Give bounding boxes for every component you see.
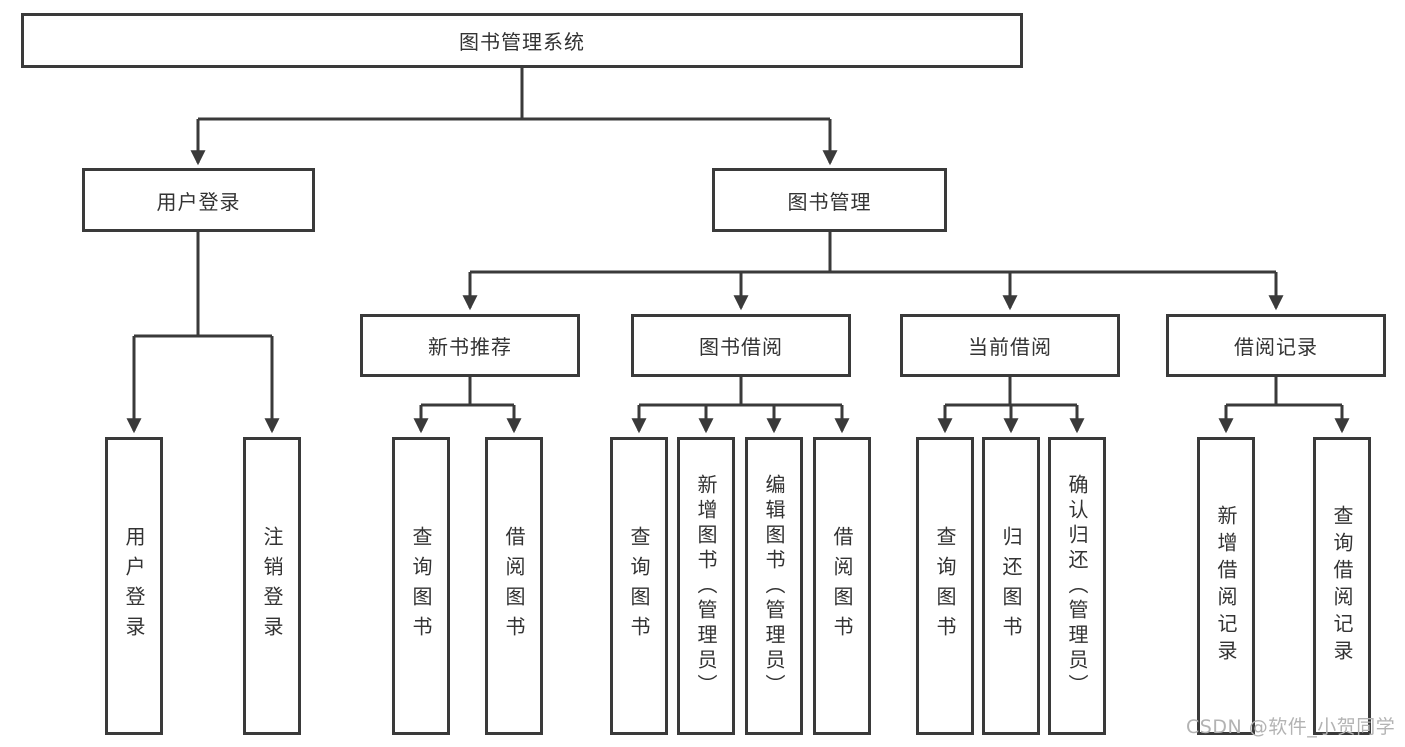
node-borrow-records-label: 借阅记录: [1234, 335, 1318, 359]
node-user-login: 用户登录: [82, 168, 315, 232]
leaf-user-login: 用户登录: [105, 437, 163, 735]
watermark: CSDN @软件_小贺同学: [1186, 716, 1396, 738]
node-root: 图书管理系统: [21, 13, 1023, 68]
node-book-borrow: 图书借阅: [631, 314, 851, 377]
leaf-current-confirm-label: 确认归还（管理员）: [1065, 473, 1089, 699]
leaf-current-return-label: 归还图书: [999, 526, 1023, 646]
node-current-borrow-label: 当前借阅: [968, 335, 1052, 359]
leaf-borrow-search-label: 查询图书: [627, 526, 651, 646]
leaf-newbooks-borrow: 借阅图书: [485, 437, 543, 735]
leaf-borrow-borrow: 借阅图书: [813, 437, 871, 735]
leaf-logout-label: 注销登录: [260, 526, 284, 646]
leaf-borrow-search: 查询图书: [610, 437, 668, 735]
node-root-label: 图书管理系统: [459, 30, 585, 54]
leaf-user-login-label: 用户登录: [122, 526, 146, 646]
leaf-newbooks-search: 查询图书: [392, 437, 450, 735]
leaf-record-add: 新增借阅记录: [1197, 437, 1255, 735]
node-current-borrow: 当前借阅: [900, 314, 1120, 377]
leaf-current-search-label: 查询图书: [933, 526, 957, 646]
leaf-borrow-add-label: 新增图书（管理员）: [694, 473, 718, 699]
node-new-books: 新书推荐: [360, 314, 580, 377]
node-new-books-label: 新书推荐: [428, 335, 512, 359]
leaf-record-search: 查询借阅记录: [1313, 437, 1371, 735]
leaf-current-search: 查询图书: [916, 437, 974, 735]
leaf-record-add-label: 新增借阅记录: [1214, 505, 1238, 667]
leaf-borrow-edit: 编辑图书（管理员）: [745, 437, 803, 735]
leaf-current-return: 归还图书: [982, 437, 1040, 735]
leaf-newbooks-search-label: 查询图书: [409, 526, 433, 646]
node-book-borrow-label: 图书借阅: [699, 335, 783, 359]
node-book-mgmt: 图书管理: [712, 168, 947, 232]
node-user-login-label: 用户登录: [156, 189, 241, 214]
leaf-borrow-add: 新增图书（管理员）: [677, 437, 735, 735]
leaf-logout: 注销登录: [243, 437, 301, 735]
leaf-borrow-edit-label: 编辑图书（管理员）: [762, 473, 786, 699]
leaf-current-confirm: 确认归还（管理员）: [1048, 437, 1106, 735]
leaf-record-search-label: 查询借阅记录: [1330, 505, 1354, 667]
leaf-newbooks-borrow-label: 借阅图书: [502, 526, 526, 646]
node-book-mgmt-label: 图书管理: [787, 189, 872, 214]
node-borrow-records: 借阅记录: [1166, 314, 1386, 377]
leaf-borrow-borrow-label: 借阅图书: [830, 526, 854, 646]
